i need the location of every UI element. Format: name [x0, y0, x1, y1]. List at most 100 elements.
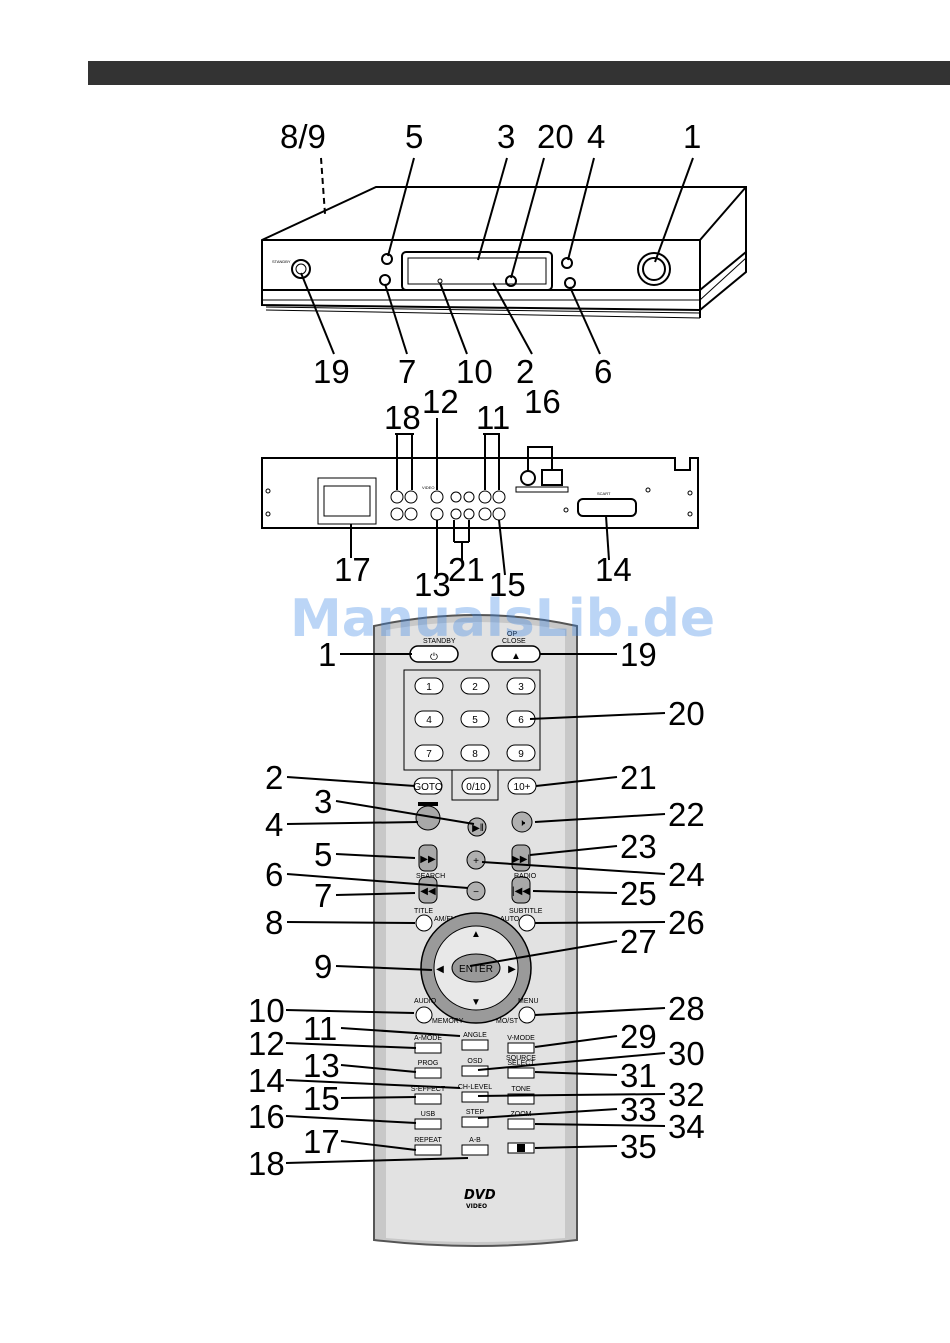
front-callout: 3 — [497, 118, 515, 155]
remote-callout: 18 — [248, 1145, 285, 1182]
remote-callout: 34 — [668, 1108, 705, 1145]
remote-button[interactable] — [507, 1042, 535, 1054]
search-label: SEARCH — [416, 873, 445, 880]
dvd-logo: DVD — [464, 1188, 496, 1203]
digit-button[interactable] — [414, 744, 444, 762]
title-label: TITLE — [414, 908, 433, 915]
front-callout: 2 — [516, 353, 534, 390]
svg-text:◀: ◀ — [436, 964, 444, 975]
rear-callout: 11 — [476, 399, 510, 436]
rear-callout: 15 — [489, 566, 526, 603]
remote-callout: 24 — [668, 856, 705, 893]
remote-callout: 16 — [248, 1098, 285, 1135]
front-callout: 4 — [587, 118, 605, 155]
dvd-video-logo: VIDEO — [466, 1203, 487, 1210]
front-callouts: 8/9 5 3 20 4 1 19 7 10 2 6 — [280, 118, 701, 390]
remote-callout: 20 — [668, 695, 705, 732]
remote-button-label: SELECT — [507, 1060, 535, 1067]
svg-text:▼: ▼ — [471, 997, 481, 1008]
remote-callout: 29 — [620, 1018, 657, 1055]
front-callout: 10 — [456, 353, 493, 390]
front-panel-drawing: STANDBY — [261, 186, 747, 319]
subtitle-label: SUBTITLE — [509, 908, 543, 915]
remote-callout: 15 — [303, 1080, 340, 1117]
rear-scart-label: SCART — [597, 491, 611, 496]
remote-callout: 32 — [668, 1076, 705, 1113]
rear-callouts: 18 12 11 16 17 13 21 15 14 — [334, 383, 632, 603]
remote-button[interactable] — [507, 1093, 535, 1105]
remote-callout: 25 — [620, 875, 657, 912]
rear-callout: 13 — [414, 566, 451, 603]
remote-button[interactable] — [461, 1144, 489, 1156]
rear-panel-drawing: VIDEO SCART — [261, 457, 699, 529]
remote-button[interactable] — [414, 1067, 442, 1079]
remote-callout: 22 — [668, 796, 705, 833]
header-bar — [88, 61, 950, 85]
remote-button[interactable] — [507, 1118, 535, 1130]
remote-callout: 30 — [668, 1035, 705, 1072]
rear-callout: 21 — [448, 551, 485, 588]
digit-label: 8 — [472, 749, 478, 760]
remote-button[interactable] — [461, 1065, 489, 1077]
remote-callout: 17 — [303, 1123, 340, 1160]
remote-callout: 14 — [248, 1062, 285, 1099]
remote-callout-lines — [285, 653, 666, 1164]
svg-text:−: − — [473, 887, 479, 898]
digit-label: 6 — [518, 715, 524, 726]
watermark: ManualsLib.de — [290, 589, 715, 649]
digit-button[interactable] — [414, 677, 444, 695]
remote-callout: 27 — [620, 923, 657, 960]
remote-button[interactable] — [414, 1144, 442, 1156]
svg-text:▶▶|: ▶▶| — [512, 854, 530, 865]
remote-button-label: TONE — [511, 1086, 531, 1093]
front-callout: 5 — [405, 118, 423, 155]
rear-video-label: VIDEO — [422, 485, 434, 490]
rear-callout: 18 — [384, 399, 421, 436]
rear-callout: 14 — [595, 551, 632, 588]
digit-button[interactable] — [460, 677, 490, 695]
digit-button[interactable] — [460, 744, 490, 762]
svg-text:▲: ▲ — [471, 929, 481, 940]
digit-button[interactable] — [506, 677, 536, 695]
digit-button[interactable] — [460, 710, 490, 728]
digit-label: 3 — [518, 682, 524, 693]
svg-text:▶: ▶ — [508, 964, 516, 975]
remote-callout: 6 — [265, 856, 283, 893]
remote-callout: 3 — [314, 783, 332, 820]
front-callout: 7 — [398, 353, 416, 390]
open-close-label: OP — [507, 631, 517, 638]
remote-button-label: USB — [421, 1111, 436, 1118]
svg-text:+: + — [473, 856, 479, 867]
remote-button-label: A-MODE — [414, 1035, 442, 1042]
remote-callout: 10 — [248, 992, 285, 1029]
digit-label: 1 — [426, 682, 432, 693]
front-callout: 19 — [313, 353, 350, 390]
radio-label: RADIO — [514, 873, 537, 880]
digit-button[interactable] — [506, 744, 536, 762]
remote-callout: 11 — [303, 1010, 337, 1047]
remote-button[interactable] — [414, 1042, 442, 1054]
remote-button[interactable] — [461, 1116, 489, 1128]
digit-button[interactable] — [414, 710, 444, 728]
remote-callout: 35 — [620, 1128, 657, 1165]
svg-text:▲: ▲ — [511, 651, 521, 662]
open-close-label: CLOSE — [502, 638, 526, 645]
svg-text:🕨: 🕨 — [519, 818, 526, 829]
front-standby-label: STANDBY — [272, 259, 291, 264]
remote-button-label: CH-LEVEL — [458, 1084, 492, 1091]
remote-button[interactable] — [461, 1039, 489, 1051]
stop-icon — [517, 1144, 525, 1152]
remote-button[interactable] — [414, 1093, 442, 1105]
svg-text:|◀◀: |◀◀ — [512, 886, 530, 897]
remote-button-label: SOURCE — [506, 1055, 536, 1062]
remote-button[interactable] — [507, 1067, 535, 1079]
remote-button[interactable] — [414, 1118, 442, 1130]
remote-callout: 2 — [265, 759, 283, 796]
svg-text:▶‖: ▶‖ — [472, 823, 484, 834]
remote-button-label: STEP — [466, 1109, 485, 1116]
remote-callout: 19 — [620, 636, 657, 673]
remote-button[interactable] — [461, 1091, 489, 1103]
front-callout-lines — [300, 157, 694, 355]
